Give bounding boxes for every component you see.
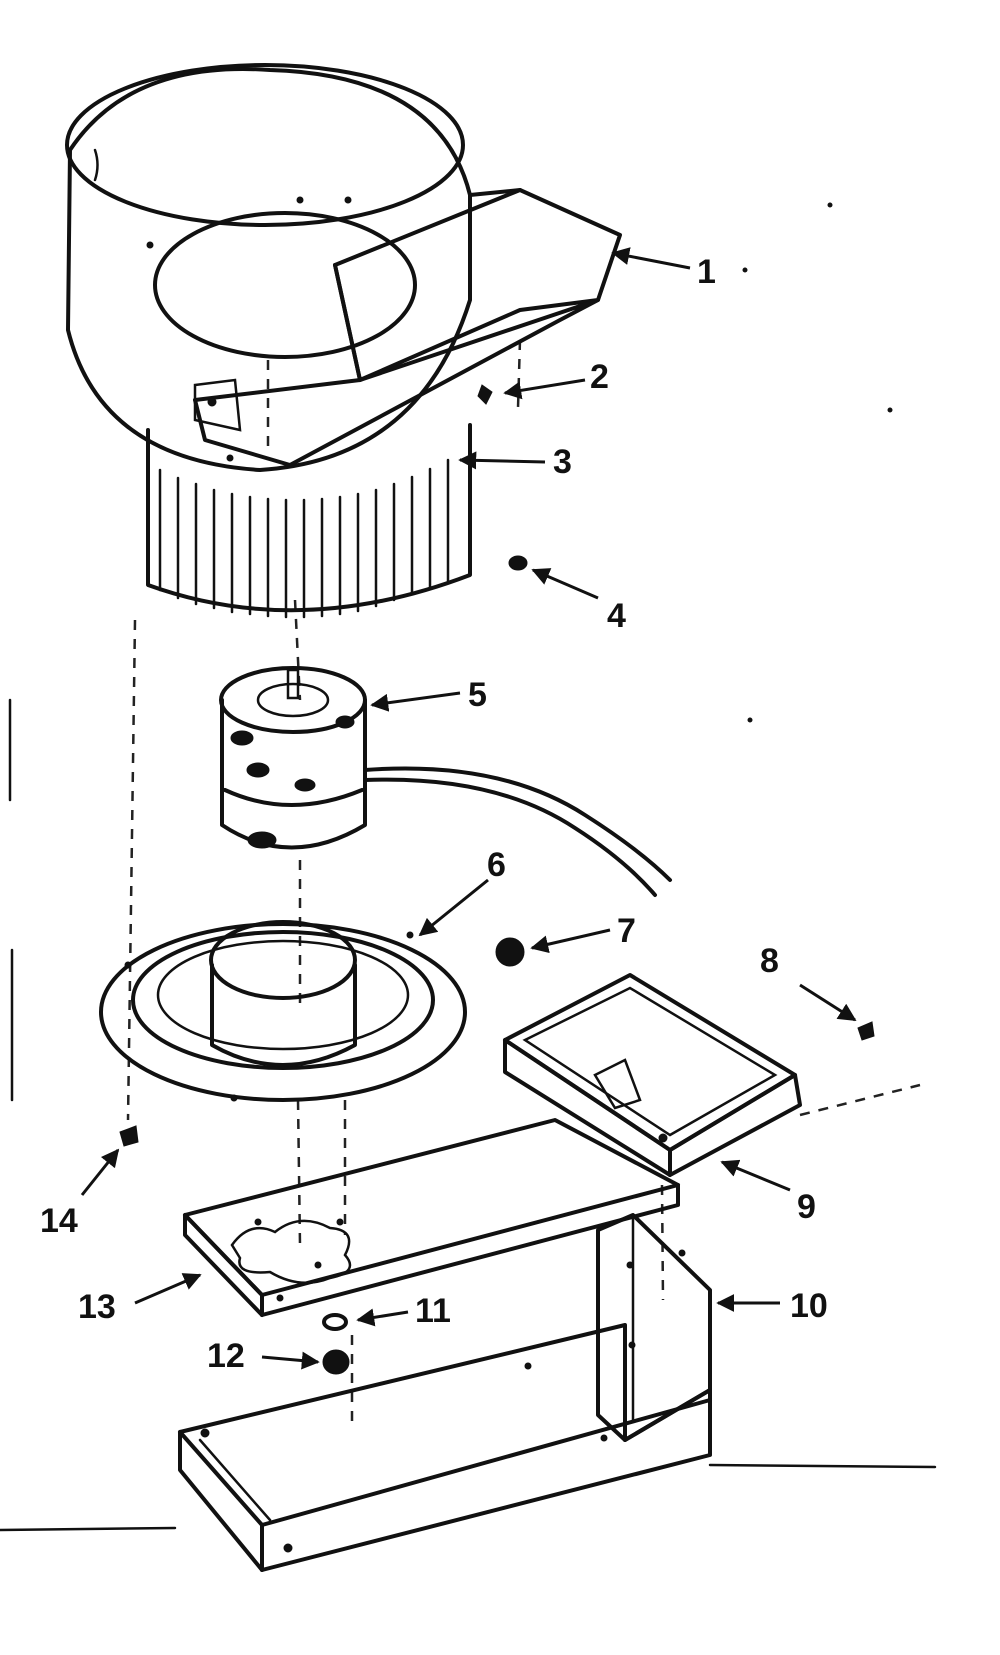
nut-part-4 xyxy=(508,555,528,571)
callout-5: 5 xyxy=(468,676,487,714)
callout-7: 7 xyxy=(617,912,636,950)
callout-2: 2 xyxy=(590,358,609,396)
scan-artifacts xyxy=(0,202,937,1532)
callout-6: 6 xyxy=(487,846,506,884)
screw-part-8 xyxy=(857,1021,875,1041)
blower-housing xyxy=(65,63,622,472)
base-channel xyxy=(178,1213,712,1572)
callout-8: 8 xyxy=(760,942,779,980)
hardware-parts xyxy=(119,384,875,1375)
nut-part-12 xyxy=(322,1349,350,1375)
callout-4: 4 xyxy=(607,597,626,635)
callout-labels: 1 2 3 4 5 6 7 8 9 10 11 12 13 14 xyxy=(40,253,828,1375)
callout-leaders xyxy=(80,247,857,1370)
callout-1: 1 xyxy=(697,253,716,291)
motor-mount-plate xyxy=(99,920,467,1102)
grommet-part-7 xyxy=(495,937,525,967)
callout-14: 14 xyxy=(40,1202,78,1240)
callout-10: 10 xyxy=(790,1287,828,1325)
blower-wheel xyxy=(146,423,472,619)
callout-13: 13 xyxy=(78,1288,116,1326)
motor xyxy=(219,666,672,897)
callout-11: 11 xyxy=(415,1292,451,1330)
callout-12: 12 xyxy=(207,1337,245,1375)
assembly-axis-lines xyxy=(126,339,921,1425)
callout-3: 3 xyxy=(553,443,572,481)
screw-part-14 xyxy=(119,1125,139,1147)
screw-part-2 xyxy=(477,384,493,405)
washer-part-11 xyxy=(322,1313,348,1331)
callout-9: 9 xyxy=(797,1188,816,1226)
junction-tray xyxy=(503,973,802,1177)
mounting-plate xyxy=(183,1118,680,1317)
